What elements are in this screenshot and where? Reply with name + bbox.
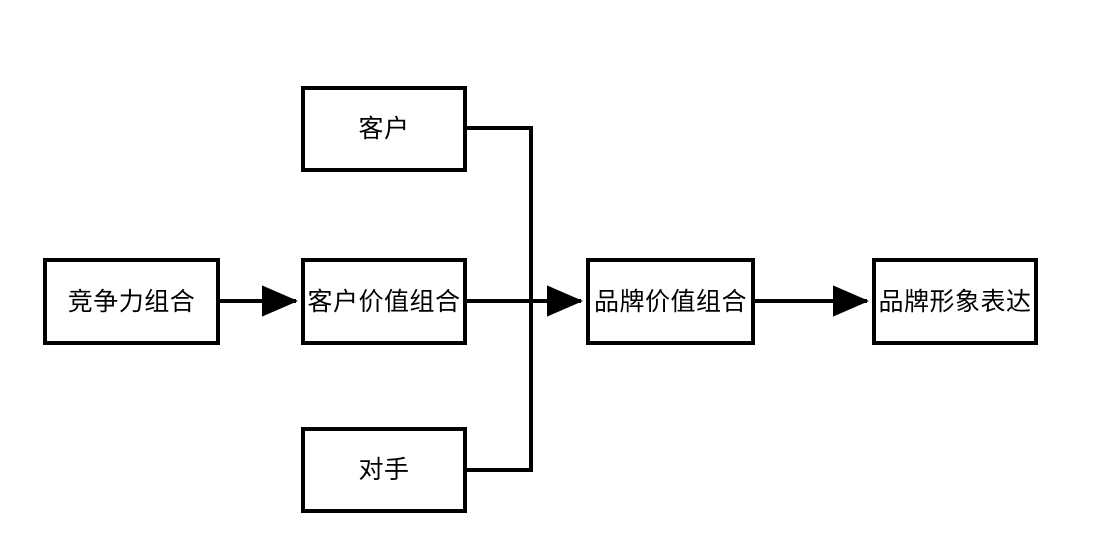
node-brand-value[interactable]: 品牌价值组合	[586, 258, 755, 345]
node-label-customer: 客户	[358, 114, 410, 144]
node-label-customer-value: 客户价值组合	[307, 286, 461, 316]
connector-customer-to-trunk	[467, 126, 533, 301]
connector-competitor-to-trunk	[467, 301, 533, 472]
node-label-brand-value: 品牌价值组合	[593, 286, 747, 316]
node-brand-image[interactable]: 品牌形象表达	[872, 258, 1038, 345]
node-label-competitor: 对手	[358, 455, 410, 485]
node-label-competitiveness: 竞争力组合	[67, 286, 196, 316]
node-customer-value[interactable]: 客户价值组合	[301, 258, 467, 345]
node-label-brand-image: 品牌形象表达	[878, 286, 1032, 316]
node-customer[interactable]: 客户	[301, 86, 467, 172]
node-competitiveness[interactable]: 竞争力组合	[43, 258, 220, 345]
node-competitor[interactable]: 对手	[301, 427, 467, 513]
